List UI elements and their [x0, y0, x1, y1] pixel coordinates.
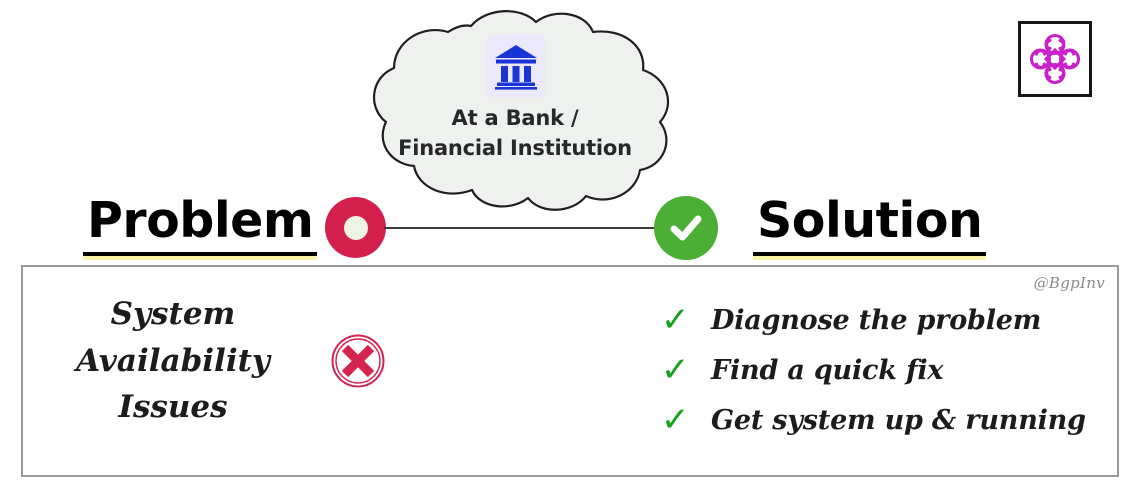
problem-detail-text: System Availability Issues — [23, 291, 323, 431]
problem-detail-line-3: Issues — [118, 389, 228, 425]
problem-detail-line-2: Availability — [76, 342, 270, 379]
list-item: ✓ Find a quick fix — [657, 345, 1117, 395]
list-item: ✓ Diagnose the problem — [657, 295, 1117, 345]
x-in-circle-icon — [331, 334, 385, 388]
cloud-caption-line-1: At a Bank / — [451, 106, 579, 130]
check-icon: ✓ — [661, 350, 690, 390]
solution-item-label: Find a quick fix — [711, 354, 944, 386]
bank-icon — [495, 45, 537, 90]
solution-heading: Solution — [753, 196, 987, 256]
problem-heading-label: Problem — [87, 192, 314, 249]
problem-heading: Problem — [83, 196, 318, 256]
red-ring-marker-core — [343, 215, 368, 240]
flow-arrow-right-icon — [384, 223, 669, 233]
red-ring-marker-icon — [325, 197, 386, 258]
cloud-shape — [372, 10, 670, 211]
problem-solution-panel: @BgpInv System Availability Issues ✓ Dia… — [21, 265, 1119, 477]
bank-icon-badge — [487, 35, 545, 97]
check-icon: ✓ — [661, 400, 690, 440]
cloud-callout: At a Bank / Financial Institution — [340, 4, 690, 216]
problem-detail-group: System Availability Issues — [23, 291, 413, 431]
cloud-caption: At a Bank / Financial Institution — [360, 104, 670, 164]
problem-heading-underline — [83, 252, 318, 256]
solution-heading-label: Solution — [757, 192, 983, 249]
solution-item-label: Get system up & running — [711, 404, 1086, 436]
solution-items-list: ✓ Diagnose the problem ✓ Find a quick fi… — [657, 295, 1117, 445]
watermark-handle: @BgpInv — [1033, 274, 1105, 292]
quatrefoil-knot-logo-icon — [1029, 33, 1081, 85]
brand-logo — [1018, 21, 1092, 97]
list-item: ✓ Get system up & running — [657, 395, 1117, 445]
check-icon: ✓ — [661, 300, 690, 340]
solution-item-label: Diagnose the problem — [711, 304, 1042, 336]
cloud-caption-line-2: Financial Institution — [398, 135, 632, 160]
green-check-circle-icon — [654, 196, 718, 260]
white-check-glyph — [670, 215, 702, 241]
solution-heading-underline — [753, 252, 987, 256]
problem-detail-line-1: System — [110, 296, 236, 332]
